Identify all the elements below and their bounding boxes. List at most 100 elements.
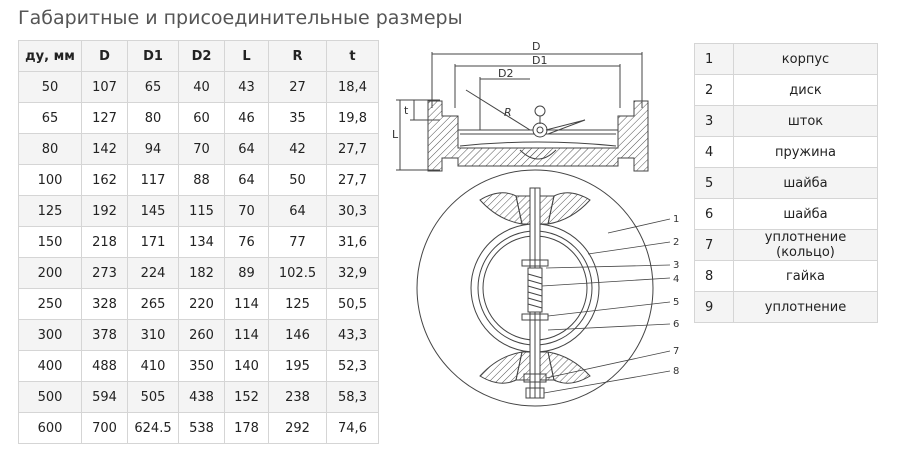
part-name: корпус	[733, 43, 878, 75]
table-cell: 182	[178, 257, 225, 289]
label-d: D	[532, 40, 540, 53]
callout-2: 2	[673, 237, 679, 248]
table-cell: 65	[127, 71, 179, 103]
table-cell: 80	[18, 133, 82, 165]
part-number: 7	[694, 229, 734, 261]
table-cell: 43,3	[326, 319, 379, 351]
part-name: шайба	[733, 198, 878, 230]
table-cell: 328	[81, 288, 128, 320]
part-number: 2	[694, 74, 734, 106]
table-cell: 538	[178, 412, 225, 444]
table-cell: 42	[268, 133, 327, 165]
callout-4: 4	[673, 274, 679, 285]
table-cell: 102.5	[268, 257, 327, 289]
header-l: L	[224, 40, 269, 72]
table-cell: 505	[127, 381, 179, 413]
table-cell: 27	[268, 71, 327, 103]
table-cell: 127	[81, 102, 128, 134]
part-number: 4	[694, 136, 734, 168]
page-title: Габаритные и присоединительные размеры	[18, 7, 463, 29]
table-cell: 300	[18, 319, 82, 351]
table-cell: 292	[268, 412, 327, 444]
part-number: 9	[694, 291, 734, 323]
table-cell: 624.5	[127, 412, 179, 444]
table-cell: 18,4	[326, 71, 379, 103]
part-name: шайба	[733, 167, 878, 199]
part-number: 8	[694, 260, 734, 292]
table-cell: 162	[81, 164, 128, 196]
table-cell: 350	[178, 350, 225, 382]
table-cell: 145	[127, 195, 179, 227]
table-cell: 50	[18, 71, 82, 103]
table-cell: 310	[127, 319, 179, 351]
header-du: ду, мм	[18, 40, 82, 72]
table-cell: 50,5	[326, 288, 379, 320]
table-cell: 140	[224, 350, 269, 382]
table-cell: 700	[81, 412, 128, 444]
table-cell: 125	[18, 195, 82, 227]
table-cell: 89	[224, 257, 269, 289]
label-d2: D2	[498, 67, 513, 80]
table-cell: 250	[18, 288, 82, 320]
part-name: уплотнение (кольцо)	[733, 229, 878, 261]
table-cell: 80	[127, 102, 179, 134]
table-cell: 171	[127, 226, 179, 258]
callout-lines	[541, 218, 671, 394]
table-cell: 114	[224, 288, 269, 320]
table-cell: 218	[81, 226, 128, 258]
callout-8: 8	[673, 366, 679, 377]
table-cell: 27,7	[326, 133, 379, 165]
table-cell: 152	[224, 381, 269, 413]
side-view-labels: D D1 D2 R L t	[392, 40, 547, 141]
table-cell: 70	[224, 195, 269, 227]
table-cell: 58,3	[326, 381, 379, 413]
table-cell: 64	[268, 195, 327, 227]
label-d1: D1	[532, 54, 547, 67]
table-cell: 488	[81, 350, 128, 382]
table-cell: 224	[127, 257, 179, 289]
table-cell: 220	[178, 288, 225, 320]
callout-numbers: 1 2 3 4 5 6 7 8	[673, 214, 679, 377]
table-cell: 19,8	[326, 102, 379, 134]
table-cell: 107	[81, 71, 128, 103]
table-cell: 76	[224, 226, 269, 258]
table-cell: 260	[178, 319, 225, 351]
table-cell: 146	[268, 319, 327, 351]
table-cell: 30,3	[326, 195, 379, 227]
table-cell: 117	[127, 164, 179, 196]
table-cell: 52,3	[326, 350, 379, 382]
part-number: 6	[694, 198, 734, 230]
table-cell: 125	[268, 288, 327, 320]
callout-7: 7	[673, 346, 679, 357]
table-cell: 600	[18, 412, 82, 444]
table-cell: 438	[178, 381, 225, 413]
table-cell: 378	[81, 319, 128, 351]
part-name: уплотнение	[733, 291, 878, 323]
header-r: R	[268, 40, 327, 72]
table-cell: 77	[268, 226, 327, 258]
table-cell: 265	[127, 288, 179, 320]
table-cell: 70	[178, 133, 225, 165]
table-cell: 410	[127, 350, 179, 382]
table-cell: 50	[268, 164, 327, 196]
table-cell: 273	[81, 257, 128, 289]
table-cell: 64	[224, 133, 269, 165]
callout-1: 1	[673, 214, 679, 225]
table-cell: 32,9	[326, 257, 379, 289]
part-name: шток	[733, 105, 878, 137]
table-cell: 150	[18, 226, 82, 258]
table-cell: 195	[268, 350, 327, 382]
table-cell: 400	[18, 350, 82, 382]
